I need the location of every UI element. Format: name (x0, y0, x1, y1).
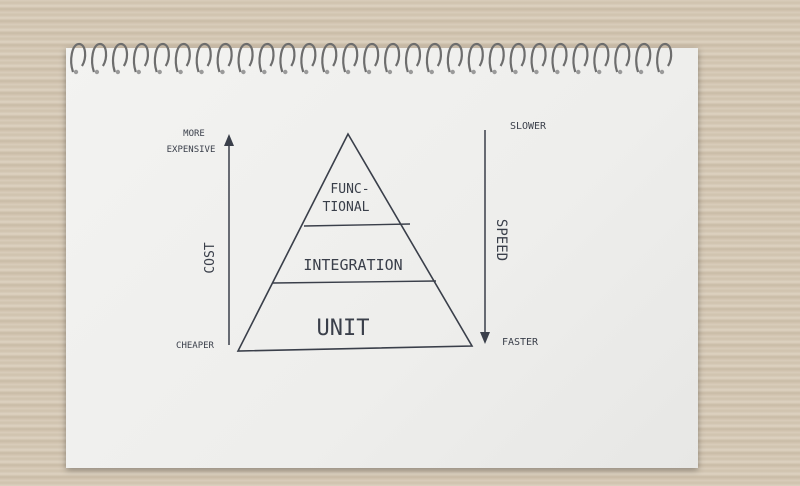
pyramid-outline (236, 132, 474, 352)
layer-divider-2 (272, 280, 437, 284)
speed-top-label: SLOWER (510, 121, 547, 132)
cost-top-label-1: MORE (183, 129, 205, 139)
layer-integration-label: INTEGRATION (303, 256, 402, 274)
speed-bottom-label: FASTER (502, 337, 539, 348)
cost-axis-label: COST (203, 242, 218, 273)
speed-axis-label: SPEED (493, 219, 509, 261)
cost-top-label-2: EXPENSIVE (167, 145, 216, 155)
cost-bottom-label: CHEAPER (176, 341, 215, 351)
speed-arrow-head-icon (480, 332, 490, 344)
cost-arrow-head-icon (224, 134, 234, 146)
layer-divider-1 (303, 223, 411, 227)
layer-unit-label: UNIT (317, 316, 370, 341)
layer-functional-label-1: FUNC- (330, 182, 369, 197)
layer-functional-label-2: TIONAL (323, 200, 370, 215)
notebook-page (66, 48, 698, 468)
